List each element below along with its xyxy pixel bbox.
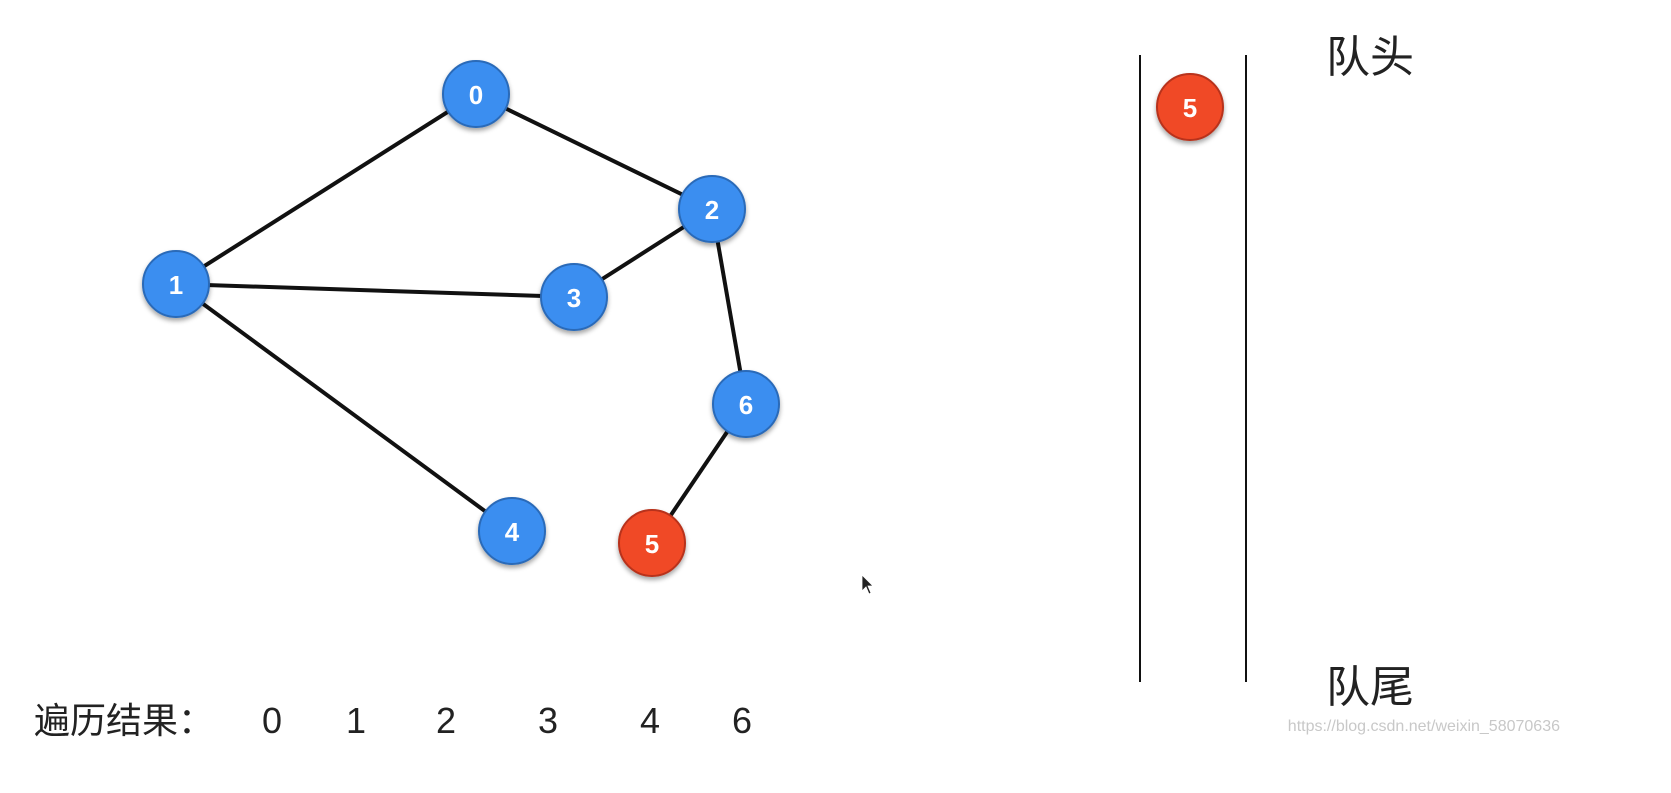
- result-item-2: 2: [436, 700, 456, 741]
- result-item-5: 6: [732, 700, 752, 741]
- edge-0-1: [174, 92, 478, 286]
- graph-node-4-circle: [478, 497, 546, 565]
- graph-node-4-label: 4: [505, 517, 520, 547]
- graph-node-4: 4: [478, 497, 546, 565]
- graph-node-2-label: 2: [705, 195, 719, 225]
- queue-item-5-circle: [1156, 73, 1224, 141]
- graph-node-5-label: 5: [645, 529, 659, 559]
- graph-edges: [174, 92, 748, 545]
- result-item-1: 1: [346, 700, 366, 741]
- graph-node-1-label: 1: [169, 270, 183, 300]
- graph-node-1: 1: [142, 250, 210, 318]
- graph-node-0-label: 0: [469, 80, 483, 110]
- result-item-0: 0: [262, 700, 282, 741]
- queue-items: 5: [1156, 73, 1224, 141]
- queue-tail-label: 队尾: [1326, 662, 1414, 713]
- graph-node-0: 0: [442, 60, 510, 128]
- graph-node-6-label: 6: [739, 390, 753, 420]
- graph-node-3-label: 3: [567, 283, 581, 313]
- graph-node-6-circle: [712, 370, 780, 438]
- graph-node-2-circle: [678, 175, 746, 243]
- result-sequence: 0 1 2 3 4 6: [262, 700, 752, 741]
- edge-1-4: [174, 282, 514, 533]
- graph-node-2: 2: [678, 175, 746, 243]
- queue-head-label: 队头: [1326, 32, 1414, 83]
- edge-1-3: [175, 282, 575, 299]
- graph-node-6: 6: [712, 370, 780, 438]
- queue-item-5-label: 5: [1183, 93, 1197, 123]
- watermark: https://blog.csdn.net/weixin_58070636: [1288, 718, 1560, 735]
- graph-node-3: 3: [540, 263, 608, 331]
- graph-node-5-circle: [618, 509, 686, 577]
- result-item-4: 4: [640, 700, 660, 741]
- edge-0-2: [475, 92, 713, 211]
- graph-node-5: 5: [618, 509, 686, 577]
- result-label: 遍历结果：: [34, 701, 214, 742]
- queue-container: 5: [1139, 55, 1247, 682]
- graph-node-3-circle: [540, 263, 608, 331]
- graph-nodes: 0 1 2 3 4 5 6: [142, 60, 780, 577]
- graph-node-1-circle: [142, 250, 210, 318]
- result-item-3: 3: [538, 700, 558, 741]
- mouse-cursor-icon: [861, 574, 874, 595]
- graph-node-0-circle: [442, 60, 510, 128]
- queue-item-5: 5: [1156, 73, 1224, 141]
